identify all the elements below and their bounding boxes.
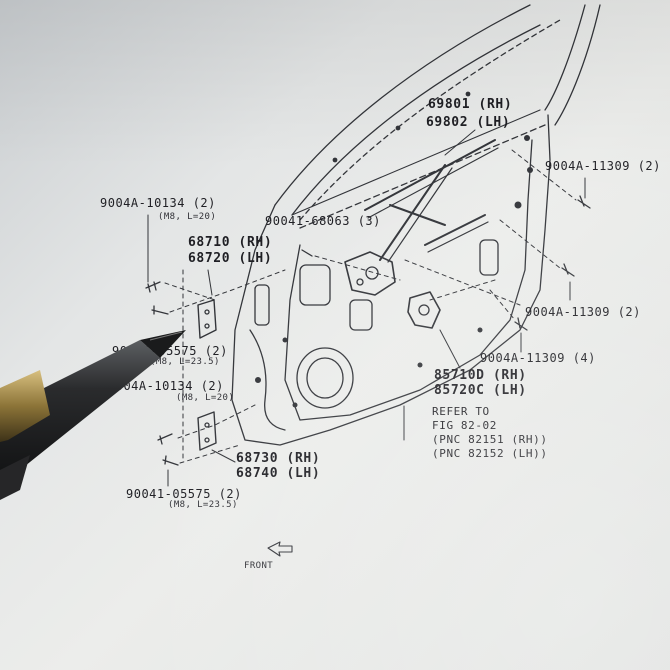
label-90041-05575-bot: 90041-05575 (2) bbox=[126, 487, 242, 501]
pen-tip bbox=[140, 330, 186, 358]
regulator-motor bbox=[407, 291, 441, 329]
door-belt-line bbox=[291, 109, 541, 216]
label-9004a-11309-top: 9004A-11309 (2) bbox=[545, 159, 661, 173]
access-hole-4 bbox=[479, 239, 499, 276]
label-fig-82-02: FIG 82-02 bbox=[432, 419, 498, 432]
regulator-gear-hub-2 bbox=[356, 278, 364, 286]
bolt-group bbox=[145, 195, 591, 466]
hinge-lower bbox=[197, 411, 217, 451]
door-frame-rear-inner bbox=[554, 4, 601, 126]
speaker-opening-inner bbox=[306, 357, 344, 399]
label-pnc-82151: (PNC 82151 (RH)) bbox=[432, 433, 548, 446]
access-hole-3 bbox=[349, 299, 373, 331]
regulator-arm-5 bbox=[427, 221, 489, 253]
door-frame-rear bbox=[544, 4, 586, 111]
pen-gold-ring bbox=[0, 370, 50, 442]
regulator-arm-4 bbox=[424, 214, 486, 246]
door-frame-inner bbox=[291, 24, 541, 216]
label-front: FRONT bbox=[244, 561, 274, 571]
regulator-rail-1 bbox=[364, 139, 496, 211]
door-panel-outline bbox=[231, 114, 551, 446]
label-9004a-10134-bot: 9004A-10134 (2) bbox=[108, 379, 224, 393]
panel-holes bbox=[255, 91, 533, 408]
door-belt-line-2 bbox=[299, 124, 546, 229]
regulator-gear-hub bbox=[365, 266, 379, 280]
label-68730: 68730 (RH) bbox=[236, 451, 321, 466]
label-m8-l20-bot: (M8, L=20) bbox=[176, 393, 235, 403]
regulator-motor-hub bbox=[418, 304, 430, 316]
label-m8-l23-top: (M8, L=23.5) bbox=[150, 357, 220, 367]
door-lower-contour bbox=[249, 329, 286, 431]
glass-run-dashed bbox=[299, 19, 561, 221]
speaker-opening bbox=[296, 347, 354, 409]
hinge-upper bbox=[197, 299, 217, 339]
label-m8-l20-top: (M8, L=20) bbox=[158, 212, 217, 222]
access-hole-2 bbox=[299, 264, 331, 306]
label-68720: 68720 (LH) bbox=[188, 251, 273, 266]
label-69802: 69802 (LH) bbox=[426, 115, 511, 130]
access-hole-1 bbox=[254, 284, 270, 326]
label-9004a-11309-mid: 9004A-11309 (2) bbox=[525, 305, 641, 319]
alignment-dashes bbox=[164, 149, 577, 464]
label-m8-l23-bot: (M8, L=23.5) bbox=[168, 500, 238, 510]
regulator-arm-3 bbox=[389, 204, 446, 226]
leader-lines bbox=[147, 129, 586, 487]
label-90041-68063: 90041-68063 (3) bbox=[265, 214, 381, 228]
label-refer-to: REFER TO bbox=[432, 405, 490, 418]
label-9004a-10134-top: 9004A-10134 (2) bbox=[100, 196, 216, 210]
label-85710d: 85710D (RH) bbox=[434, 368, 527, 383]
label-85720c: 85720C (LH) bbox=[434, 383, 527, 398]
label-68740: 68740 (LH) bbox=[236, 466, 321, 481]
label-9004a-11309-low: 9004A-11309 (4) bbox=[480, 351, 596, 365]
regulator-gear-body bbox=[344, 251, 396, 296]
front-arrow-icon bbox=[267, 541, 293, 557]
door-panel-inner-outline bbox=[284, 139, 533, 421]
door-frame-outer bbox=[274, 4, 531, 206]
label-68710: 68710 (RH) bbox=[188, 235, 273, 250]
pen-body bbox=[0, 340, 160, 480]
label-pnc-82152: (PNC 82152 (LH)) bbox=[432, 447, 548, 460]
label-69801: 69801 (RH) bbox=[428, 97, 513, 112]
